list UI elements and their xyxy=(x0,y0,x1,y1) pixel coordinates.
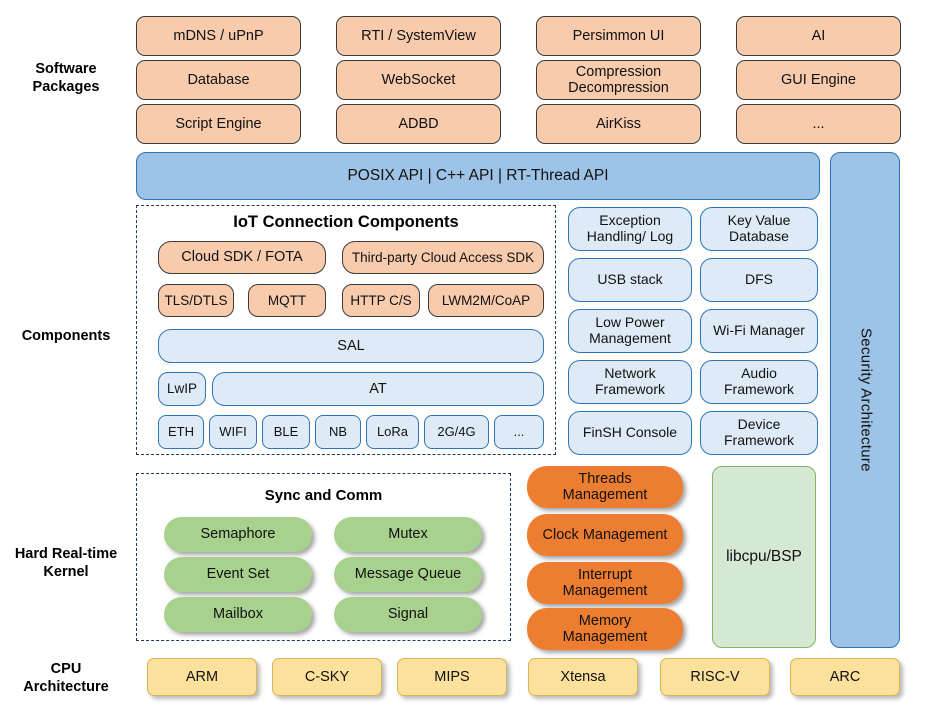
iot-cloud-box[interactable]: Cloud SDK / FOTA xyxy=(158,241,326,274)
iot-sal-box[interactable]: SAL xyxy=(158,329,544,363)
package-box[interactable]: Script Engine xyxy=(136,104,301,144)
iot-link-box[interactable]: BLE xyxy=(262,415,310,449)
iot-protocol-box[interactable]: TLS/DTLS xyxy=(158,284,234,317)
component-box[interactable]: DFS xyxy=(700,258,818,302)
iot-connection-title: IoT Connection Components xyxy=(233,213,459,231)
package-box[interactable]: AirKiss xyxy=(536,104,701,144)
kernel-management-box[interactable]: Interrupt Management xyxy=(527,562,683,604)
sync-box[interactable]: Mailbox xyxy=(164,597,312,632)
row-label-software-packages: Software Packages xyxy=(32,61,100,95)
cpu-architecture-box[interactable]: Xtensa xyxy=(528,658,638,696)
sync-and-comm-title: Sync and Comm xyxy=(264,487,383,504)
sync-box[interactable]: Semaphore xyxy=(164,517,312,552)
iot-link-box[interactable]: ETH xyxy=(158,415,204,449)
component-box[interactable]: Audio Framework xyxy=(700,360,818,404)
libcpu-bsp-box[interactable]: libcpu/BSP xyxy=(712,466,816,648)
package-box[interactable]: WebSocket xyxy=(336,60,501,100)
cpu-architecture-box[interactable]: C-SKY xyxy=(272,658,382,696)
cpu-architecture-box[interactable]: ARC xyxy=(790,658,900,696)
package-box[interactable]: Database xyxy=(136,60,301,100)
component-box[interactable]: Low Power Management xyxy=(568,309,692,353)
iot-link-box[interactable]: LoRa xyxy=(366,415,419,449)
package-box[interactable]: ... xyxy=(736,104,901,144)
iot-at-box[interactable]: AT xyxy=(212,372,544,406)
package-box[interactable]: AI xyxy=(736,16,901,56)
security-architecture-bar[interactable]: Security Architecture xyxy=(830,152,900,648)
component-box[interactable]: Wi-Fi Manager xyxy=(700,309,818,353)
package-box[interactable]: mDNS / uPnP xyxy=(136,16,301,56)
iot-lwip-box[interactable]: LwIP xyxy=(158,372,206,406)
package-box[interactable]: Persimmon UI xyxy=(536,16,701,56)
package-box[interactable]: Compression Decompression xyxy=(536,60,701,100)
kernel-management-box[interactable]: Threads Management xyxy=(527,466,683,508)
package-box[interactable]: RTI / SystemView xyxy=(336,16,501,56)
component-box[interactable]: FinSH Console xyxy=(568,411,692,455)
row-label-kernel: Hard Real-time Kernel xyxy=(14,546,118,580)
cpu-architecture-box[interactable]: MIPS xyxy=(397,658,507,696)
component-box[interactable]: Network Framework xyxy=(568,360,692,404)
api-bar[interactable]: POSIX API | C++ API | RT-Thread API xyxy=(136,152,820,200)
kernel-management-box[interactable]: Clock Management xyxy=(527,514,683,556)
sync-box[interactable]: Message Queue xyxy=(334,557,482,592)
package-box[interactable]: GUI Engine xyxy=(736,60,901,100)
row-label-cpu-architecture: CPU Architecture xyxy=(23,661,109,695)
component-box[interactable]: USB stack xyxy=(568,258,692,302)
iot-cloud-box[interactable]: Third-party Cloud Access SDK xyxy=(342,241,544,274)
iot-link-box[interactable]: 2G/4G xyxy=(424,415,489,449)
security-architecture-label: Security Architecture xyxy=(857,328,875,472)
iot-protocol-box[interactable]: LWM2M/CoAP xyxy=(428,284,544,317)
iot-protocol-box[interactable]: MQTT xyxy=(248,284,326,317)
iot-link-box[interactable]: WIFI xyxy=(209,415,257,449)
cpu-architecture-box[interactable]: RISC-V xyxy=(660,658,770,696)
sync-and-comm-group xyxy=(136,473,511,641)
component-box[interactable]: Device Framework xyxy=(700,411,818,455)
component-box[interactable]: Exception Handling/ Log xyxy=(568,207,692,251)
iot-link-box[interactable]: NB xyxy=(315,415,361,449)
sync-box[interactable]: Event Set xyxy=(164,557,312,592)
component-box[interactable]: Key Value Database xyxy=(700,207,818,251)
row-label-components: Components xyxy=(21,328,111,345)
iot-connection-group xyxy=(136,205,556,455)
sync-box[interactable]: Signal xyxy=(334,597,482,632)
iot-link-box[interactable]: ... xyxy=(494,415,544,449)
sync-box[interactable]: Mutex xyxy=(334,517,482,552)
cpu-architecture-box[interactable]: ARM xyxy=(147,658,257,696)
kernel-management-box[interactable]: Memory Management xyxy=(527,608,683,650)
iot-protocol-box[interactable]: HTTP C/S xyxy=(342,284,420,317)
package-box[interactable]: ADBD xyxy=(336,104,501,144)
